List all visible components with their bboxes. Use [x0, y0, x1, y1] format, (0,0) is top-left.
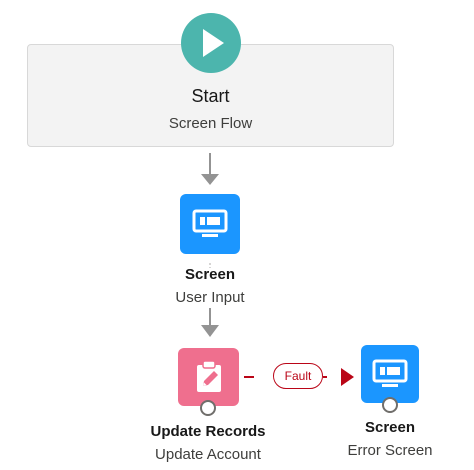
- update-records-port[interactable]: [200, 400, 216, 416]
- screen-node-user-input-title: Screen: [184, 266, 236, 283]
- start-node-subtitle: Screen Flow: [168, 115, 253, 132]
- start-node-button[interactable]: [181, 13, 241, 73]
- update-records-node-subtitle: Update Account: [155, 446, 261, 463]
- screen-node-user-input[interactable]: [180, 194, 240, 254]
- update-records-node[interactable]: [178, 348, 239, 406]
- connector-arrowhead: [201, 325, 219, 337]
- connector-arrowhead: [201, 174, 219, 185]
- start-node-title: Start: [191, 86, 230, 106]
- update-records-node-title: Update Records: [150, 423, 266, 440]
- screen-node-error[interactable]: [361, 345, 419, 403]
- connector-fault[interactable]: [244, 368, 354, 386]
- connector-start-to-screen[interactable]: [201, 153, 219, 185]
- screen-node-error-subtitle: Error Screen: [347, 442, 433, 459]
- fault-label[interactable]: Fault: [273, 363, 323, 389]
- screen-icon: [192, 209, 228, 237]
- screen-node-error-title: Screen: [364, 419, 416, 436]
- update-records-icon: [196, 360, 221, 392]
- play-icon: [203, 29, 224, 57]
- screen-node-error-port[interactable]: [382, 397, 398, 413]
- screen-icon: [372, 359, 408, 387]
- connector-screen-to-update[interactable]: [201, 263, 219, 337]
- screen-node-user-input-subtitle: User Input: [175, 289, 245, 306]
- fault-arrowhead: [341, 368, 354, 386]
